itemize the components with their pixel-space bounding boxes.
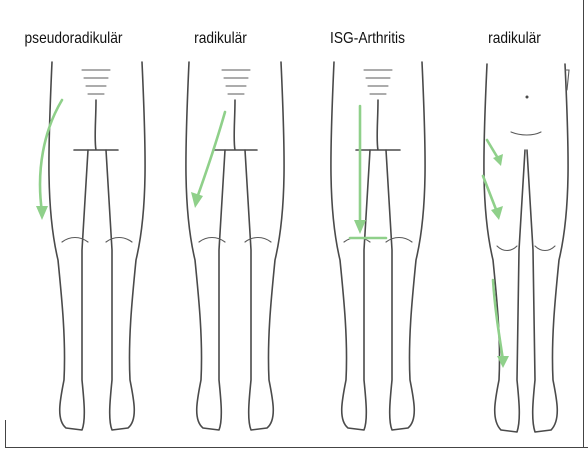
panel-isg-arthritis: ISG-Arthritis [294, 0, 441, 452]
legs-outline [484, 64, 569, 432]
legs-outline [49, 62, 145, 430]
legs-front-figure [147, 0, 294, 452]
panel-pseudoradicular: pseudoradikulär [0, 0, 147, 452]
legs-outline [331, 62, 425, 430]
legs-front-figure [0, 0, 147, 452]
legs-front-figure [294, 0, 441, 452]
pain-arrow [191, 112, 225, 208]
legs-outline [186, 62, 284, 430]
legs-back-figure [441, 0, 588, 452]
panel-radicular-1: radikulär [147, 0, 294, 452]
pain-arrow [483, 140, 509, 368]
panel-radicular-2: radikulär [441, 0, 588, 452]
